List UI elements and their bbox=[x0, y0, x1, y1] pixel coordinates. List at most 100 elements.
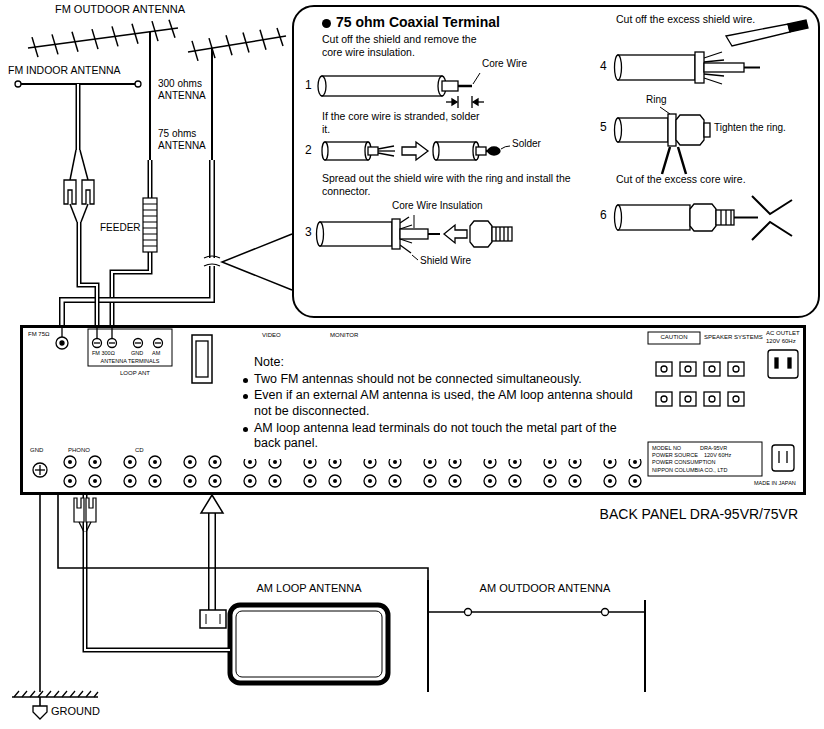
coax-step-drawing bbox=[752, 196, 792, 240]
coax-step-drawing bbox=[507, 227, 508, 241]
panel-hardware bbox=[685, 366, 691, 372]
rca-jack bbox=[604, 475, 616, 487]
yagi-antenna bbox=[72, 32, 78, 52]
coax-step-drawing bbox=[412, 255, 418, 260]
coax-step-drawing bbox=[488, 147, 500, 155]
indoor-dipole bbox=[76, 84, 81, 150]
panel-hardware bbox=[775, 358, 778, 368]
yagi-antenna bbox=[92, 29, 98, 49]
yagi-antenna bbox=[226, 35, 232, 55]
panel-hardware bbox=[61, 328, 62, 337]
outdoor-antenna bbox=[428, 580, 645, 692]
panel-hardware bbox=[648, 332, 700, 344]
yagi-antenna bbox=[52, 34, 58, 54]
terminal-label: MONITOR bbox=[330, 332, 370, 339]
step-text: Spread out the shield wire with the ring… bbox=[322, 172, 607, 197]
coax-step-drawing bbox=[676, 115, 704, 145]
panel-hardware bbox=[685, 396, 691, 402]
antenna-impedance-label: 300 ohms ANTENNA bbox=[158, 78, 208, 101]
terminal-label: AC OUTLET bbox=[766, 330, 804, 337]
panel-caption: BACK PANEL DRA-95VR/75VR bbox=[583, 506, 798, 523]
antenna-wire bbox=[58, 495, 428, 580]
panel-hardware bbox=[778, 451, 779, 463]
ground-symbol bbox=[14, 691, 98, 697]
loop-antenna bbox=[195, 580, 388, 683]
panel-hardware bbox=[733, 396, 739, 402]
antenna-impedance-label: 75 ohms ANTENNA bbox=[158, 128, 208, 151]
indoor-dipole bbox=[70, 204, 77, 222]
antenna-figure: AM LOOP ANTENNA bbox=[195, 580, 395, 690]
coax-step-drawing bbox=[322, 76, 442, 96]
loop-antenna bbox=[230, 605, 388, 683]
loop-antenna bbox=[220, 614, 221, 624]
coax-step-drawing bbox=[400, 245, 411, 253]
note-box: Note:Two FM antennas should not be conne… bbox=[232, 350, 644, 459]
step-text: If the core wire is stranded, solder it. bbox=[322, 110, 482, 135]
coax-step-drawing bbox=[501, 146, 510, 149]
coax-step-drawing bbox=[615, 205, 622, 230]
panel-hardware bbox=[656, 362, 672, 376]
panel-hardware bbox=[109, 342, 115, 343]
note-item: Even if an external AM antenna is used, … bbox=[254, 388, 636, 419]
coax-step-drawing bbox=[436, 142, 476, 160]
coax-step-drawing bbox=[704, 74, 724, 76]
coax-step-drawing bbox=[458, 85, 472, 88]
rating-label: 120V 60Hz bbox=[766, 338, 804, 345]
nameplate-text: 120V 60Hz bbox=[704, 452, 748, 458]
mount-arrow bbox=[210, 511, 215, 580]
panel-hardware bbox=[33, 328, 798, 477]
note-heading: Note: bbox=[254, 355, 636, 371]
panel-hardware bbox=[192, 335, 212, 383]
cable-break bbox=[204, 258, 220, 266]
rca-jack bbox=[449, 475, 461, 487]
coax-step-drawing bbox=[320, 222, 392, 246]
loop-antenna bbox=[236, 611, 382, 677]
callout-pointer bbox=[222, 234, 292, 290]
panel-hardware bbox=[733, 366, 739, 372]
panel-hardware bbox=[108, 339, 117, 348]
coax-step-drawing bbox=[704, 52, 722, 58]
panel-hardware bbox=[709, 366, 715, 372]
ground-wire bbox=[40, 495, 41, 692]
warning-label: CAUTION bbox=[650, 334, 698, 341]
antenna-label: FM INDOOR ANTENNA bbox=[8, 64, 136, 77]
feeder-ribbon bbox=[143, 204, 157, 246]
panel-hardware bbox=[728, 392, 744, 406]
nameplate-text: MODEL NO bbox=[652, 445, 698, 451]
coax-step-drawing bbox=[492, 227, 512, 241]
panel-hardware bbox=[648, 442, 762, 476]
coax-step-drawing bbox=[734, 217, 758, 219]
callout-title: 75 ohm Coaxial Terminal bbox=[336, 14, 586, 31]
coax-cable bbox=[62, 160, 212, 325]
loop-antenna bbox=[200, 610, 226, 628]
coax-step-drawing bbox=[618, 55, 695, 80]
rca-jack bbox=[149, 456, 161, 468]
coax-step-drawing bbox=[400, 229, 428, 239]
coax-step-drawing bbox=[400, 217, 409, 223]
panel-hardware bbox=[88, 329, 172, 366]
panel-hardware bbox=[93, 339, 102, 348]
rca-jack bbox=[484, 475, 496, 487]
rca-jack bbox=[389, 475, 401, 487]
nameplate-text: NIPPON COLUMBIA CO., LTD bbox=[652, 467, 757, 473]
yagi-antenna bbox=[188, 36, 286, 52]
terminal-label: FM 75Ω bbox=[28, 331, 58, 338]
coax-step-drawing bbox=[317, 222, 324, 246]
terminal-label: LOOP ANT bbox=[120, 370, 160, 377]
panel-hardware bbox=[134, 339, 143, 348]
terminal-label: GND bbox=[30, 447, 52, 454]
loop-antenna bbox=[195, 648, 230, 653]
indoor-dipole bbox=[81, 204, 88, 222]
rca-jack bbox=[64, 475, 76, 487]
outdoor-antenna bbox=[644, 600, 646, 692]
coax-step-drawing bbox=[690, 204, 716, 231]
coax-step-drawing bbox=[615, 107, 711, 174]
panel-hardware bbox=[772, 445, 794, 471]
coax-step-drawing bbox=[378, 146, 394, 149]
antenna-label: FM OUTDOOR ANTENNA bbox=[35, 3, 205, 16]
spade-lug bbox=[86, 522, 91, 532]
rca-jack bbox=[269, 475, 281, 487]
panel-hardware bbox=[135, 342, 141, 343]
step-text: Cut of the excess core wire. bbox=[616, 173, 811, 186]
coax-step-drawing bbox=[668, 114, 676, 146]
